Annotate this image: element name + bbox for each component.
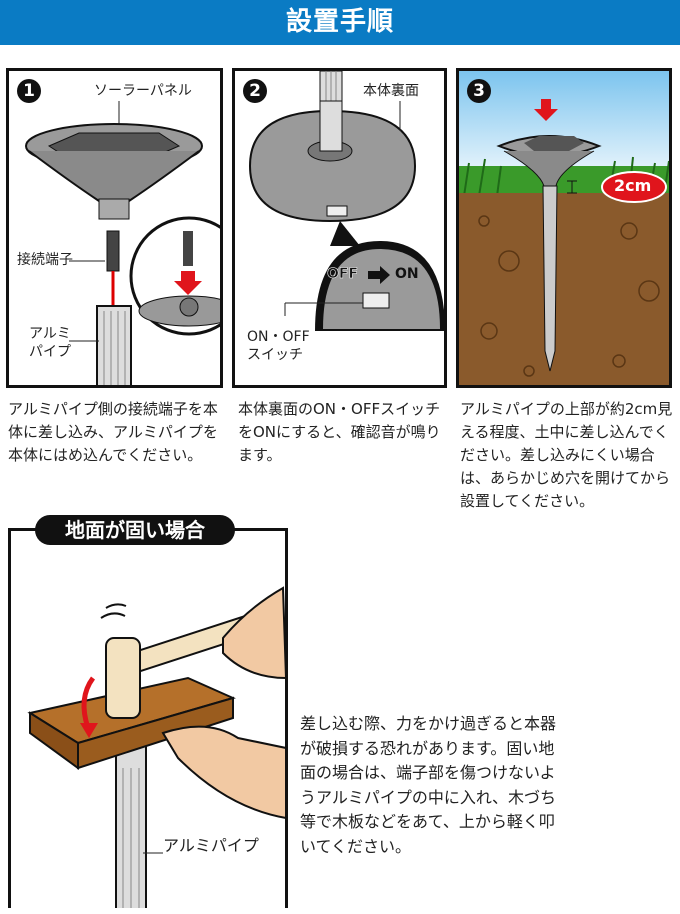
back-side-label: 本体裏面 xyxy=(363,83,419,99)
pipe-label-2: パイプ xyxy=(29,344,71,360)
connector-label: 接続端子 xyxy=(17,252,73,268)
hard-ground-description: 差し込む際、力をかけ過ぎると本器が破損する恐れがあります。固い地面の場合は、端子… xyxy=(300,714,557,856)
pipe-label-1: アルミ xyxy=(29,326,71,342)
hammer-illustration xyxy=(27,586,288,908)
step-1-illustration xyxy=(25,101,220,385)
step-3-panel: 3 2cm xyxy=(456,68,672,388)
switch-label-2: スイッチ xyxy=(247,347,303,363)
height-2cm-label: 2cm xyxy=(614,176,652,195)
step-number-badge: 2 xyxy=(243,79,267,103)
step-1-description: アルミパイプ側の接続端子を本体に差し込み、アルミパイプを本体にはめ込んでください… xyxy=(8,400,218,464)
solar-panel-label: ソーラーパネル xyxy=(94,83,192,99)
step-number-badge: 1 xyxy=(17,79,41,103)
off-label: OFF xyxy=(327,266,359,283)
step-2-description: 本体裏面のON・OFFスイッチをONにすると、確認音が鳴ります。 xyxy=(238,400,441,464)
hard-ground-frame: アルミパイプ xyxy=(8,528,288,908)
hard-ground-title: 地面が固い場合 xyxy=(35,515,235,545)
step-1-panel: 1 ソーラーパネル 接続端子 アルミ パイプ xyxy=(6,68,223,388)
step-2-illustration xyxy=(248,71,444,331)
switch-label-1: ON・OFF xyxy=(247,329,310,345)
step-3-description: アルミパイプの上部が約2cm見える程度、土中に差し込んでください。差し込みにくい… xyxy=(460,400,673,510)
step-3-illustration xyxy=(459,71,669,385)
step-number-badge: 3 xyxy=(467,79,491,103)
on-label: ON xyxy=(395,266,419,282)
pipe-label: アルミパイプ xyxy=(163,836,259,855)
page-title: 設置手順 xyxy=(0,0,680,45)
step-2-panel: 2 本体裏面 OFF ON ON・OFF スイッチ xyxy=(232,68,447,388)
